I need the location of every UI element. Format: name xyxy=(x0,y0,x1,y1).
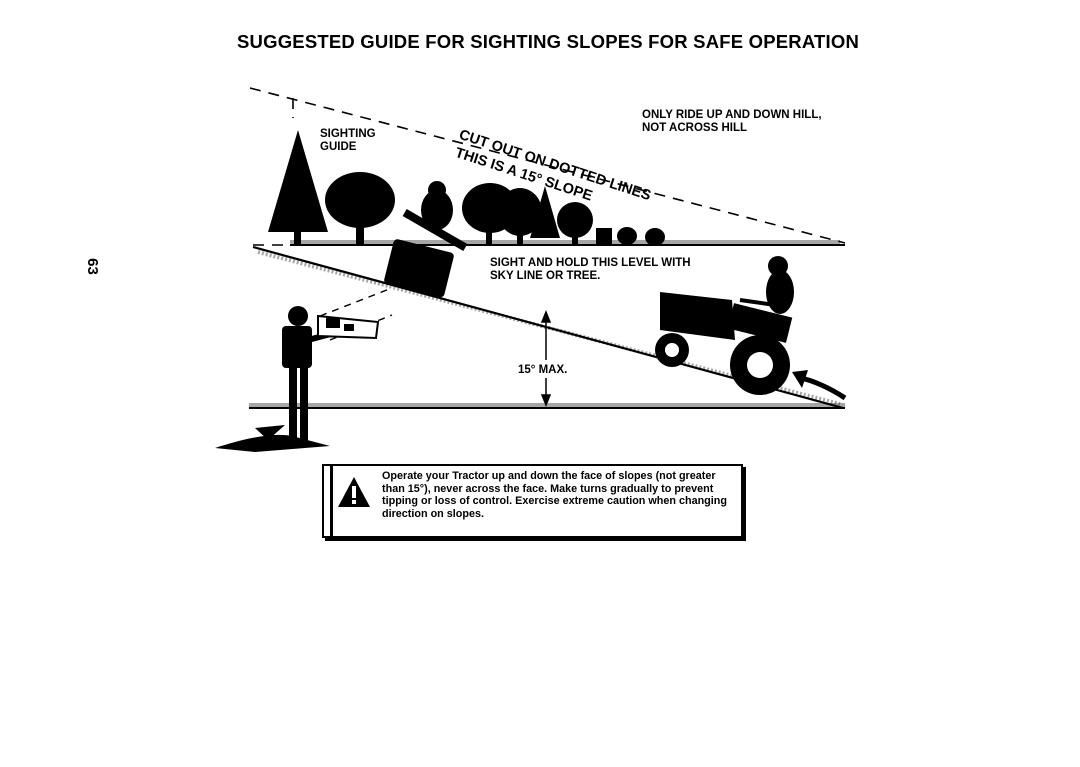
tractor-lower xyxy=(655,256,794,395)
sight-note-line1: SIGHT AND HOLD THIS LEVEL WITH xyxy=(490,257,691,269)
sight-note-line2: SKY LINE OR TREE. xyxy=(490,270,601,282)
sighting-guide-label-line2: GUIDE xyxy=(320,141,357,153)
sight-note: SIGHT AND HOLD THIS LEVEL WITH SKY LINE … xyxy=(490,257,691,283)
warning-box: Operate your Tractor up and down the fac… xyxy=(322,464,743,538)
person-figure xyxy=(215,306,380,452)
ground-line-top xyxy=(290,240,845,246)
sight-line-dashed xyxy=(319,287,393,341)
sighting-guide-label-line1: SIGHTING xyxy=(320,128,376,140)
ride-note: ONLY RIDE UP AND DOWN HILL, NOT ACROSS H… xyxy=(642,109,822,135)
warning-box-bar xyxy=(330,466,333,536)
ride-note-line1: ONLY RIDE UP AND DOWN HILL, xyxy=(642,109,822,121)
sighting-guide-label: SIGHTING GUIDE xyxy=(320,128,376,154)
angle-marker xyxy=(540,309,552,408)
page-title: SUGGESTED GUIDE FOR SIGHTING SLOPES FOR … xyxy=(237,31,860,52)
tree-silhouettes xyxy=(268,130,665,246)
ground-line-bottom xyxy=(249,403,845,409)
tractor-upper xyxy=(384,181,468,298)
warning-text: Operate your Tractor up and down the fac… xyxy=(382,470,727,520)
ride-note-line2: NOT ACROSS HILL xyxy=(642,122,747,134)
warning-triangle-icon xyxy=(338,477,370,507)
sighting-line xyxy=(249,87,846,246)
max-angle-label: 15° MAX. xyxy=(518,364,568,376)
uphill-arrow-icon xyxy=(792,370,847,401)
